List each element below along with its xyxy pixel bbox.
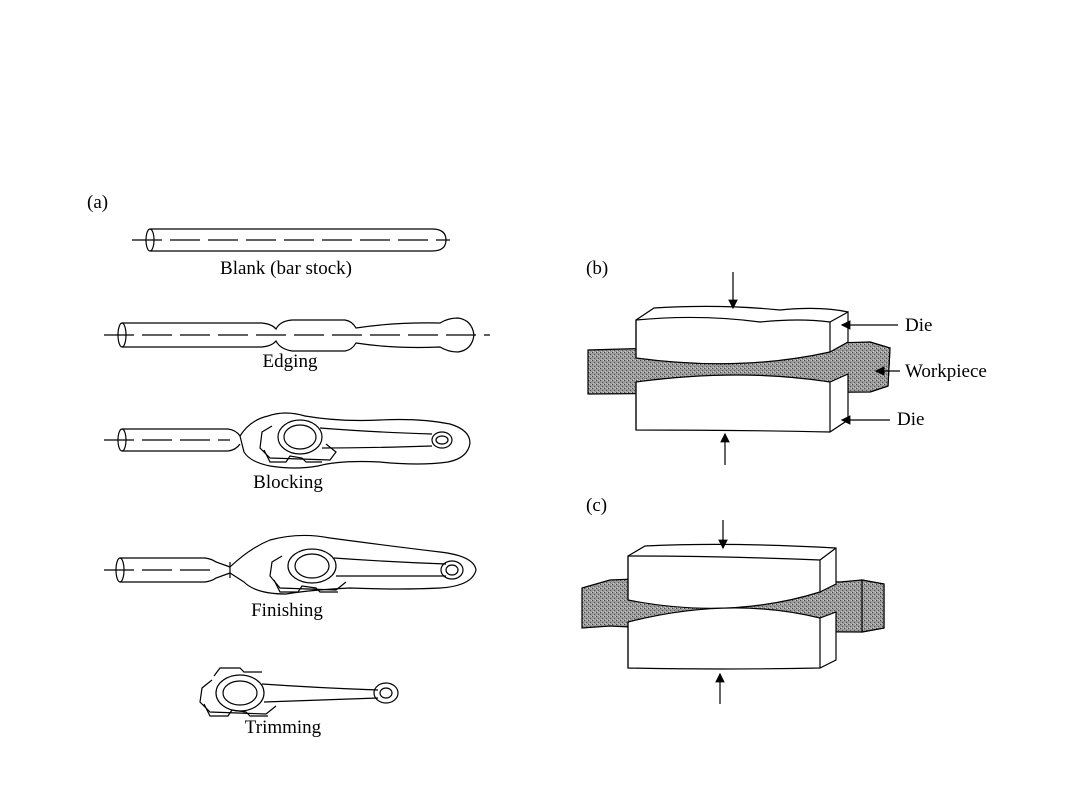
caption-blank: Blank (bar stock)	[220, 258, 352, 279]
blocking-icon	[104, 412, 471, 469]
panel-c-label: (c)	[586, 495, 608, 516]
callout-workpiece: Workpiece	[905, 361, 987, 382]
panel-a-label: (a)	[87, 192, 109, 213]
top-die-c	[627, 543, 837, 609]
edging-icon	[104, 317, 490, 353]
caption-blocking: Blocking	[253, 472, 323, 493]
caption-finishing: Finishing	[251, 600, 323, 621]
open-die-setup-c	[581, 520, 885, 704]
callout-die-bottom: Die	[897, 409, 925, 430]
connecting-rod-icon	[199, 667, 399, 717]
panel-b-label: (b)	[586, 258, 609, 279]
bar-stock-icon	[132, 228, 450, 252]
caption-trimming: Trimming	[244, 717, 322, 738]
open-die-setup-b	[587, 272, 900, 465]
caption-edging: Edging	[262, 351, 318, 372]
finishing-icon	[104, 534, 477, 595]
bottom-die-b	[635, 373, 849, 433]
bottom-die-c	[627, 607, 837, 670]
top-die-b	[635, 310, 849, 365]
callout-die-top: Die	[905, 315, 933, 336]
